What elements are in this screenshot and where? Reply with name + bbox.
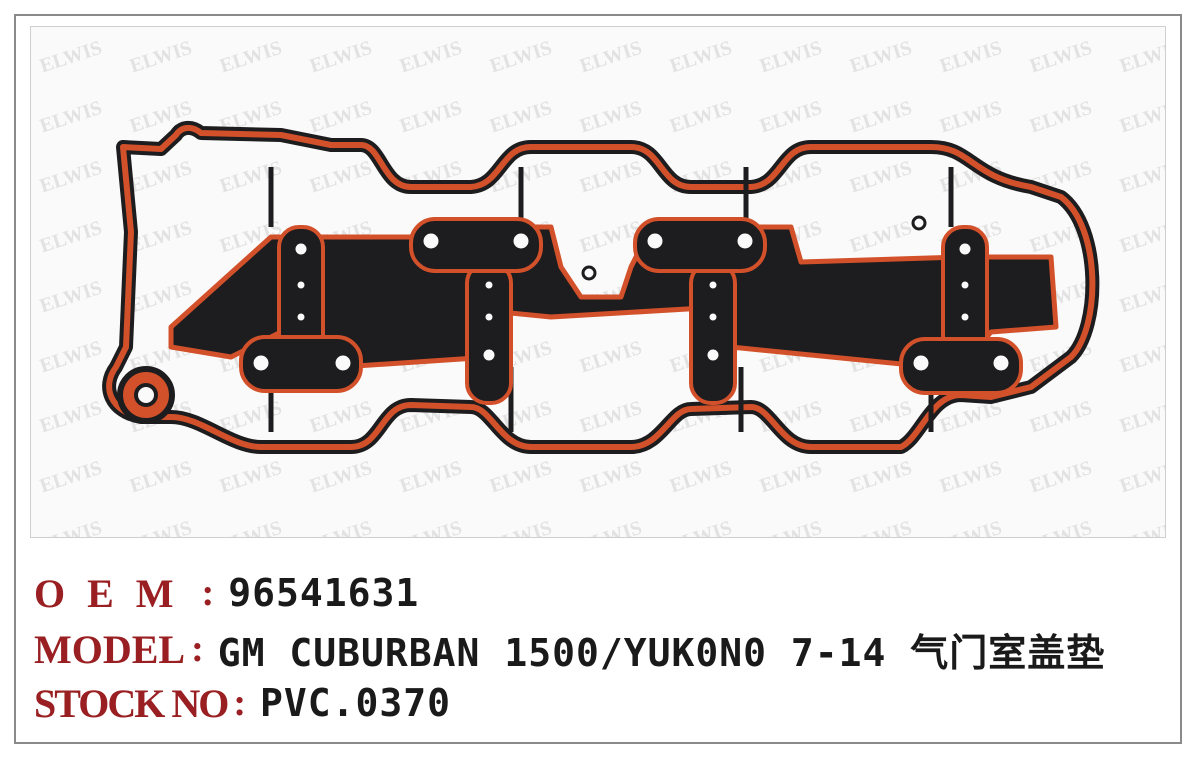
product-photo: ELWIS: [30, 26, 1166, 538]
model-value: GM CUBURBAN 1500/YUK0N0 7-14 气门室盖垫: [217, 630, 1106, 675]
mount-hole: [134, 383, 158, 407]
bolt-holes: [250, 215, 1012, 374]
oem-separator: :: [201, 572, 215, 614]
model-row: MODEL : GM CUBURBAN 1500/YUK0N0 7-14 气门室…: [34, 626, 1105, 675]
oem-row: OEM : 96541631: [34, 570, 419, 616]
valve-cover-gasket-image: ELWIS: [31, 27, 1165, 537]
model-separator: :: [191, 628, 204, 670]
bolt-pads: [239, 217, 1023, 405]
gasket-center-plate: [168, 224, 1059, 370]
oem-label: OEM: [34, 570, 196, 616]
oem-value: 96541631: [228, 571, 420, 615]
stock-separator: :: [233, 682, 246, 724]
gasket-outer-ring: [102, 121, 1100, 454]
stock-row: STOCK NO : PVC.0370: [34, 680, 451, 726]
stock-value: PVC.0370: [259, 681, 452, 725]
model-label: MODEL: [34, 626, 186, 672]
stock-label: STOCK NO: [34, 680, 229, 726]
